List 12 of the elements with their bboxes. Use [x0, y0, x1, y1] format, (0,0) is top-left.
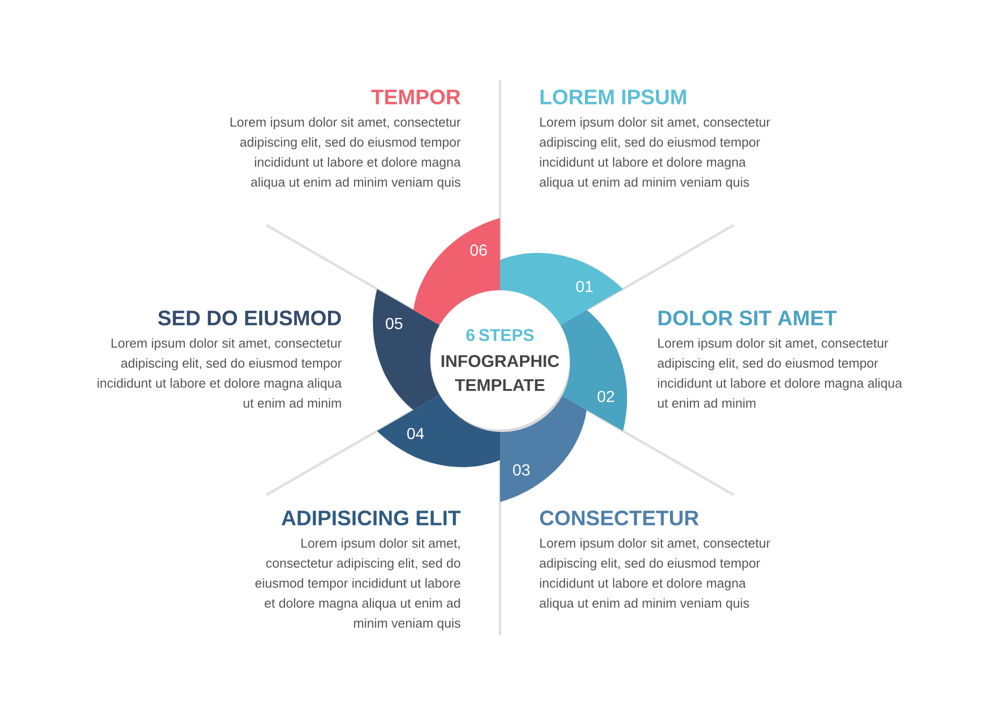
step-heading: CONSECTETUR: [540, 510, 699, 526]
step-description: Lorem ipsum dolor sit amet, consectetur adipiscing elit, sed do eiusmod tempor incididunt ut labore et dolore magna aliqua ut enim ad minim veniam quis: [540, 538, 770, 610]
step-heading: ADIPISICING ELIT: [282, 510, 461, 526]
step-description: Lorem ipsum dolor sit amet, consectetur adipiscing elit, sed do eiusmod tempor incididunt ut labore et dolore magna aliqua ut enim ad minim: [98, 338, 342, 408]
step-description: Lorem ipsum dolor sit amet, consectetur adipiscing elit, sed do eiusmod tempor incididunt ut labore et dolore magna aliqua ut enim ad minim veniam quis: [255, 538, 460, 630]
step-heading: LOREM IPSUM: [540, 90, 686, 104]
step-description: Lorem ipsum dolor sit amet, consectetur adipiscing elit, sed do eiusmod tempor incididunt ut labore et dolore magna aliqua ut enim ad minim veniam quis: [540, 117, 770, 190]
step-heading: DOLOR SIT AMET: [658, 310, 837, 326]
step-description: Lorem ipsum dolor sit amet, consectetur adipiscing elit, sed do eiusmod tempor incididunt ut labore et dolore magna aliqua ut enim ad minim veniam quis: [230, 117, 461, 190]
step-description: Lorem ipsum dolor sit amet, consectetur adipiscing elit, sed do eiusmod tempor incididunt ut labore et dolore magna aliqua ut enim ad minim: [658, 338, 902, 408]
step-heading: SED DO EIUSMOD: [158, 310, 341, 326]
step-heading: TEMPOR: [371, 90, 460, 104]
